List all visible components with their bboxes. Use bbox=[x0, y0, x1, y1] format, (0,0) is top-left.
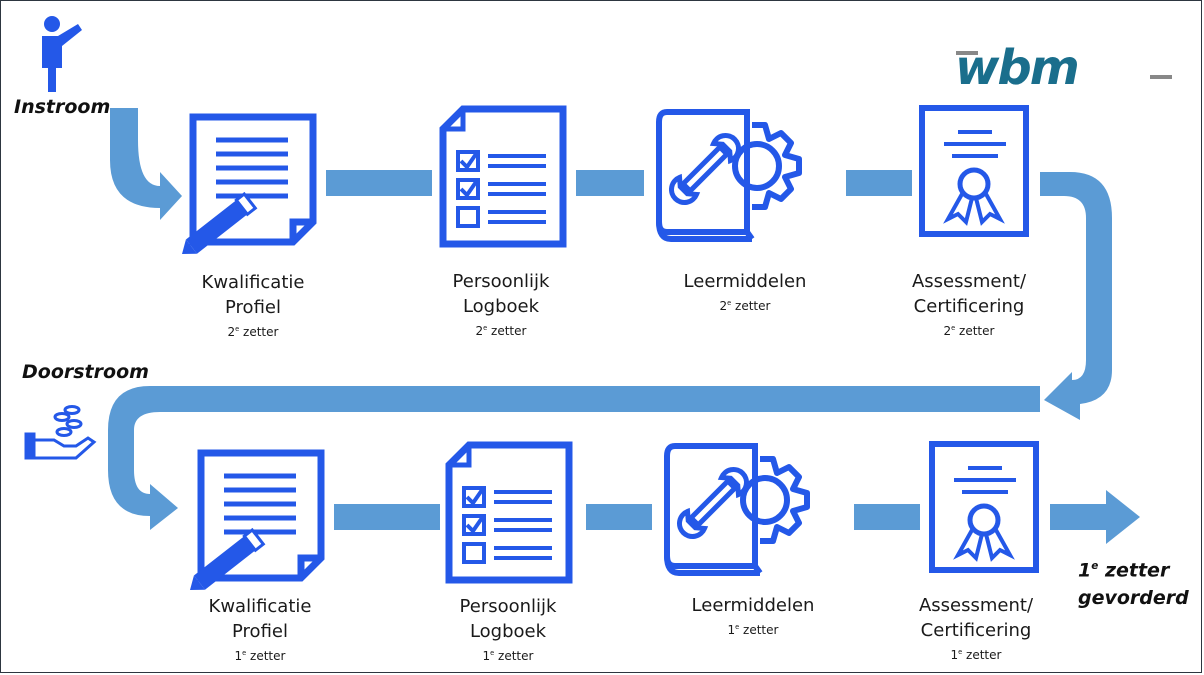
connector-4 bbox=[334, 504, 440, 530]
step-label-leermiddelen-2: Leermiddelen 2e zetter bbox=[683, 271, 807, 313]
certificate-icon bbox=[932, 444, 1036, 570]
final-level-label: 1e zetter gevorderd bbox=[1078, 559, 1189, 610]
doorstroom-arrow bbox=[108, 386, 178, 530]
flow-connectors bbox=[108, 108, 1140, 544]
doorstroom-label: Doorstroom bbox=[22, 361, 149, 383]
instroom-arrow bbox=[110, 108, 182, 220]
step-label-assessment-1: Assessment/Certificering 1e zetter bbox=[918, 595, 1034, 662]
instroom-label: Instroom bbox=[14, 96, 111, 118]
checklist-icon bbox=[449, 445, 569, 580]
connector-3 bbox=[846, 170, 912, 196]
certificate-icon bbox=[922, 108, 1026, 234]
connector-6 bbox=[854, 504, 920, 530]
checklist-icon bbox=[443, 109, 563, 244]
hand-coins-icon bbox=[24, 405, 96, 460]
doorstroom-bar bbox=[150, 386, 1040, 412]
connector-1 bbox=[326, 170, 432, 196]
document-pencil-icon bbox=[176, 117, 313, 261]
connector-5 bbox=[586, 504, 652, 530]
right-return-arrow bbox=[1040, 172, 1112, 420]
connector-2 bbox=[576, 170, 644, 196]
wbm-logo: wbm bbox=[955, 40, 1080, 96]
document-pencil-icon bbox=[184, 453, 321, 597]
person-icon bbox=[42, 16, 82, 92]
book-wrench-gear-icon bbox=[659, 112, 799, 239]
step-label-assessment-2: Assessment/Certificering 2e zetter bbox=[911, 271, 1027, 338]
book-wrench-gear-icon bbox=[667, 446, 807, 573]
step-label-leermiddelen-1: Leermiddelen 1e zetter bbox=[691, 595, 815, 637]
final-arrow bbox=[1050, 490, 1140, 544]
